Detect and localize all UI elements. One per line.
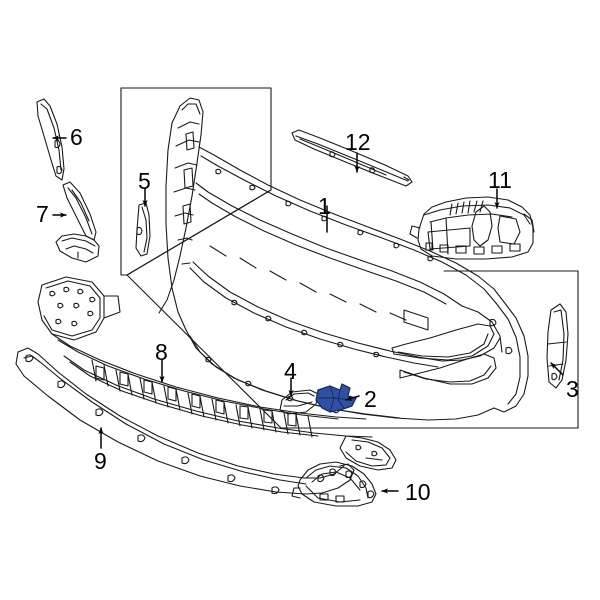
part-8-impact-bar [37, 276, 397, 471]
callout-label-11[interactable]: 11 [488, 167, 512, 193]
callout-label-7[interactable]: 7 [36, 201, 49, 227]
leader-3 [550, 362, 564, 376]
callout-label-3[interactable]: 3 [566, 376, 579, 402]
callout-label-9[interactable]: 9 [94, 448, 107, 474]
part-7-side-support [55, 181, 100, 263]
callout-label-12[interactable]: 12 [345, 129, 371, 155]
leader-lines [52, 135, 564, 494]
part-10-lower-bracket [291, 461, 377, 507]
part-2-highlighted-bracket [315, 383, 357, 413]
callout-label-1[interactable]: 1 [318, 193, 331, 219]
part-11-energy-absorber [409, 196, 535, 260]
callout-label-10[interactable]: 10 [405, 479, 431, 505]
part-3-side-trim [546, 303, 569, 389]
part-6-upper-filler [36, 98, 65, 181]
callout-label-6[interactable]: 6 [70, 124, 83, 150]
callout-label-2[interactable]: 2 [364, 386, 377, 412]
part-9-lower-valance [15, 347, 355, 495]
callout-label-5[interactable]: 5 [138, 168, 151, 194]
part-12-upper-molding [291, 129, 413, 187]
part-4-tow-eye-cover [279, 389, 319, 415]
part-1-bumper-cover [158, 97, 529, 421]
callout-label-4[interactable]: 4 [284, 358, 297, 384]
part-5-side-bracket [135, 202, 151, 257]
leader-2 [345, 395, 360, 401]
callout-label-8[interactable]: 8 [155, 339, 168, 365]
